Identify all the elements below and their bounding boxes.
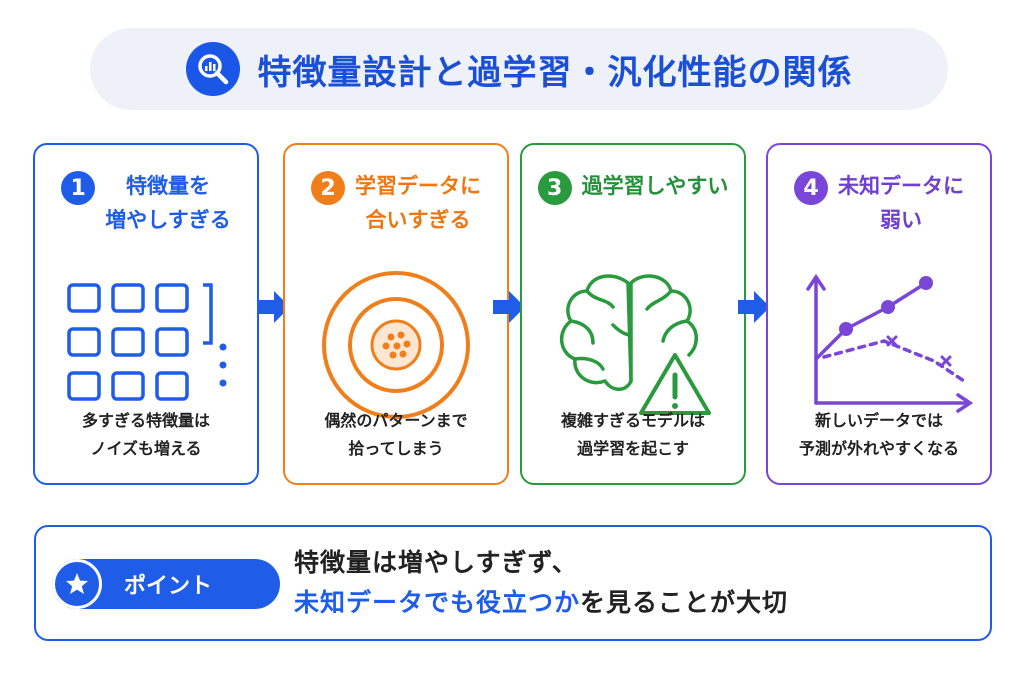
target-with-noise-icon (285, 250, 507, 440)
step-title: 特徴量を 増やしすぎる (105, 174, 231, 232)
point-line-2: 未知データでも役立つかを見ることが大切 (294, 583, 788, 623)
title-banner: 特徴量設計と過学習・汎化性能の関係 (90, 28, 948, 110)
step-number: 1 (61, 171, 96, 205)
step-card-2: 2 学習データに 合いすぎる 偶然のパターンまで 拾ってしまう (283, 143, 509, 485)
star-icon (52, 559, 102, 609)
brain-warning-icon (522, 250, 744, 440)
page-title: 特徴量設計と過学習・汎化性能の関係 (257, 52, 853, 93)
point-line-2-rest: を見ることが大切 (580, 588, 789, 617)
step-description: 多すぎる特徴量は ノイズも増える (81, 411, 210, 458)
step-card-4: 4 未知データに 弱い 新 (766, 143, 992, 485)
point-highlight: 未知データでも役立つか (294, 588, 581, 617)
right-arrow-icon (258, 291, 290, 323)
step-card-1: 1 特徴量を 増やしすぎる 多すぎる特徴量は (33, 143, 259, 485)
point-badge: ポイント (52, 559, 280, 609)
point-line-1: 特徴量は増やしすぎず、 (294, 548, 578, 577)
step-description: 新しいデータでは 予測が外れやすくなる (798, 411, 959, 458)
step-number: 2 (311, 171, 345, 205)
feature-grid-icon (35, 250, 257, 440)
right-arrow-icon (738, 291, 770, 323)
step-description: 複雑すぎるモデルは 過学習を起こす (560, 411, 705, 458)
point-message: 特徴量は増やしすぎず、 未知データでも役立つかを見ることが大切 (294, 543, 788, 623)
magnifier-chart-icon (185, 42, 240, 96)
step-title: 学習データに 合いすぎる (355, 174, 481, 232)
right-arrow-icon (493, 291, 525, 323)
prediction-graph-icon (768, 250, 990, 440)
step-title: 過学習しやすい (581, 174, 729, 198)
step-number: 3 (537, 171, 572, 205)
step-title: 未知データに 弱い (838, 174, 964, 232)
point-summary: ポイント 特徴量は増やしすぎず、 未知データでも役立つかを見ることが大切 (34, 525, 992, 641)
step-card-3: 3 過学習しやすい 複雑すぎるモデルは 過学習を起こす (520, 143, 746, 485)
step-description: 偶然のパターンまで 拾ってしまう (324, 411, 468, 458)
step-number: 4 (794, 171, 828, 205)
point-label: ポイント (124, 574, 213, 599)
